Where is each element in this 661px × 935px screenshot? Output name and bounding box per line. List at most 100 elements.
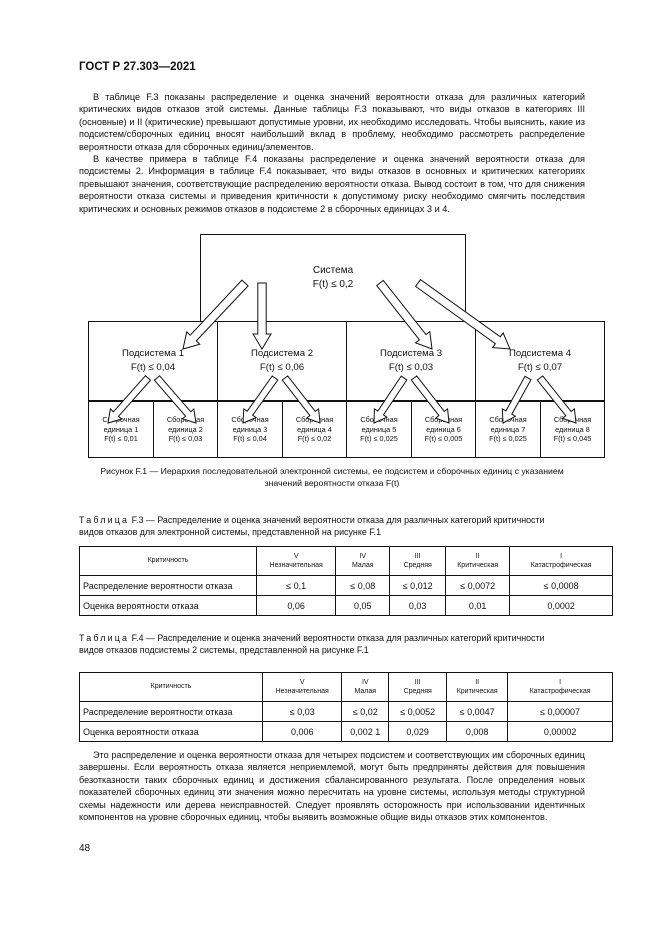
subsystem-name: Подсистема 3 bbox=[379, 348, 443, 359]
table-title: F.4 — Распределение и оценка значений ве… bbox=[129, 633, 545, 643]
unit-label: Сборочная bbox=[231, 415, 269, 425]
table-f3-title: Таблица F.3 — Распределение и оценка зна… bbox=[79, 514, 591, 539]
table-cell: 0,01 bbox=[445, 595, 511, 616]
header-cell: V Незначительная bbox=[262, 672, 343, 702]
table-cell: ≤ 0,02 bbox=[341, 701, 390, 722]
criticality-name: Средняя bbox=[403, 562, 432, 569]
unit-label: Сборочная bbox=[489, 415, 527, 425]
header-cell: Критичность bbox=[78, 672, 264, 702]
subsystem-box-4: Подсистема 4 F(t) ≤ 0,07 bbox=[475, 321, 605, 401]
table-cell: ≤ 0,0047 bbox=[446, 701, 509, 722]
criticality-roman: I bbox=[559, 678, 562, 686]
document-header: ГОСТ Р 27.303—2021 bbox=[79, 61, 196, 73]
subsystem-value: F(t) ≤ 0,06 bbox=[259, 362, 305, 373]
table-cell: ≤ 0,0072 bbox=[445, 575, 511, 596]
subsystem-box-1: Подсистема 1 F(t) ≤ 0,04 bbox=[88, 321, 218, 401]
header-cell: II Критическая bbox=[446, 672, 509, 702]
intro-paragraph-2: В качестве примера в таблице F.4 показан… bbox=[79, 154, 585, 214]
table-cell: 0,029 bbox=[388, 721, 448, 742]
unit-box-8: Сборочная единица 8 F(t) ≤ 0,045 bbox=[540, 401, 605, 458]
criticality-name: Малая bbox=[351, 562, 374, 569]
table-cell: 0,0002 bbox=[509, 595, 613, 616]
unit-box-3: Сборочная единица 3 F(t) ≤ 0,04 bbox=[217, 401, 283, 458]
row-label: Оценка вероятности отказа bbox=[79, 595, 257, 616]
conclusion-paragraph: Это распределение и оценка вероятности о… bbox=[79, 750, 585, 823]
criticality-roman: II bbox=[475, 552, 480, 560]
criticality-name: Средняя bbox=[403, 688, 432, 695]
criticality-roman: III bbox=[414, 552, 421, 560]
criticality-name: Незначительная bbox=[275, 688, 329, 695]
unit-label: Сборочная bbox=[102, 415, 140, 425]
table-cell: ≤ 0,012 bbox=[389, 575, 447, 596]
table-title-line-2: видов отказов для электронной системы, п… bbox=[79, 527, 382, 538]
row-label: Оценка вероятности отказа bbox=[78, 721, 264, 742]
figure-caption-line-2: значений вероятности отказа F(t) bbox=[264, 478, 400, 488]
subsystem-box-3: Подсистема 3 F(t) ≤ 0,03 bbox=[346, 321, 476, 401]
table-cell: 0,00002 bbox=[507, 721, 613, 742]
criticality-name: Критическая bbox=[456, 688, 498, 695]
table-row: Оценка вероятности отказа 0,06 0,05 0,03… bbox=[79, 595, 613, 616]
table-f4-title: Таблица F.4 — Распределение и оценка зна… bbox=[79, 632, 591, 657]
criticality-roman: II bbox=[475, 678, 480, 686]
criticality-roman: IV bbox=[361, 678, 369, 686]
subsystem-name: Подсистема 2 bbox=[250, 348, 314, 359]
unit-value: F(t) ≤ 0,025 bbox=[360, 434, 398, 444]
table-cell: 0,006 bbox=[262, 721, 343, 742]
subsystem-value: F(t) ≤ 0,03 bbox=[388, 362, 434, 373]
subsystem-name: Подсистема 4 bbox=[508, 348, 572, 359]
criticality-roman: V bbox=[299, 678, 305, 686]
table-cell: ≤ 0,1 bbox=[255, 575, 337, 596]
unit-label: единица 4 bbox=[297, 424, 332, 434]
row-label: Распределение вероятности отказа bbox=[78, 701, 264, 722]
criticality-roman: III bbox=[414, 678, 421, 686]
table-cell: 0,06 bbox=[255, 595, 337, 616]
table-title-line-2: видов отказов подсистемы 2 системы, пред… bbox=[79, 645, 369, 656]
unit-label: единица 8 bbox=[555, 424, 590, 434]
unit-value: F(t) ≤ 0,045 bbox=[553, 434, 592, 444]
unit-value: F(t) ≤ 0,005 bbox=[424, 434, 463, 444]
unit-box-7: Сборочная единица 7 F(t) ≤ 0,025 bbox=[475, 401, 541, 458]
criticality-roman: I bbox=[560, 552, 563, 560]
conclusion-text: Это распределение и оценка вероятности о… bbox=[79, 749, 585, 823]
row-label: Распределение вероятности отказа bbox=[79, 575, 257, 596]
subsystem-box-2: Подсистема 2 F(t) ≤ 0,06 bbox=[217, 321, 347, 401]
criticality-name: Катастрофическая bbox=[530, 562, 592, 569]
header-cell: Критичность bbox=[79, 546, 257, 576]
table-cell: ≤ 0,00007 bbox=[507, 701, 613, 722]
table-label: Таблица bbox=[79, 633, 130, 643]
unit-label: единица 7 bbox=[490, 424, 526, 434]
unit-value: F(t) ≤ 0,02 bbox=[297, 434, 332, 444]
system-name: Система bbox=[312, 265, 354, 276]
figure-caption: Рисунок F.1 — Иерархия последовательной … bbox=[79, 465, 585, 489]
table-cell: ≤ 0,08 bbox=[335, 575, 391, 596]
header-cell: I Катастрофическая bbox=[509, 546, 613, 576]
intro-paragraph-1: В таблице F.3 показаны распределение и о… bbox=[79, 92, 585, 152]
subsystem-value: F(t) ≤ 0,04 bbox=[130, 362, 176, 373]
unit-label: Сборочная bbox=[360, 415, 398, 425]
header-cell: III Средняя bbox=[388, 672, 448, 702]
subsystem-name: Подсистема 1 bbox=[121, 348, 185, 359]
table-cell: ≤ 0,0052 bbox=[388, 701, 448, 722]
unit-label: единица 5 bbox=[361, 424, 397, 434]
header-cell: III Средняя bbox=[389, 546, 447, 576]
criticality-name: Незначительная bbox=[269, 562, 323, 569]
unit-box-6: Сборочная единица 6 F(t) ≤ 0,005 bbox=[411, 401, 476, 458]
figure-caption-line-1: Рисунок F.1 — Иерархия последовательной … bbox=[100, 466, 564, 476]
table-cell: ≤ 0,03 bbox=[262, 701, 343, 722]
unit-label: Сборочная bbox=[295, 415, 334, 425]
unit-label: единица 3 bbox=[232, 424, 268, 434]
table-label: Таблица bbox=[79, 515, 130, 525]
unit-box-5: Сборочная единица 5 F(t) ≤ 0,025 bbox=[346, 401, 412, 458]
table-cell: 0,05 bbox=[335, 595, 391, 616]
unit-label: единица 1 bbox=[103, 424, 139, 434]
page-number: 48 bbox=[79, 843, 91, 854]
unit-value: F(t) ≤ 0,01 bbox=[104, 434, 138, 444]
unit-value: F(t) ≤ 0,04 bbox=[233, 434, 267, 444]
